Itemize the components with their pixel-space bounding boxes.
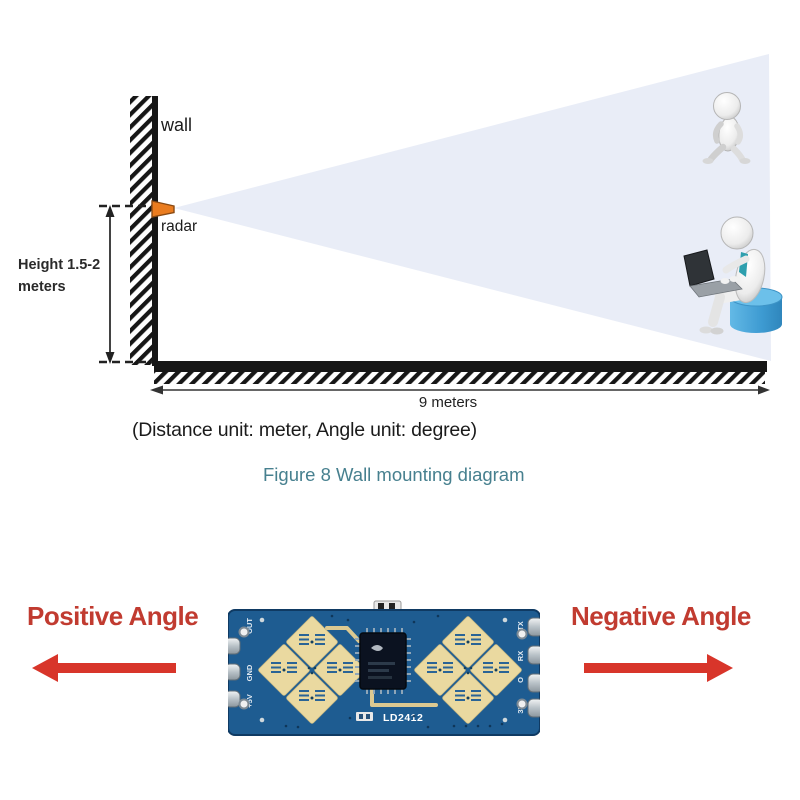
radar-horn-icon <box>151 200 175 218</box>
laptop-keyboard <box>689 278 743 298</box>
height-arrow <box>105 205 115 364</box>
pin-label-out: OUT <box>245 618 254 634</box>
radar-pcb-module: OUT GND +5V TX RX O 3V3 <box>228 600 540 736</box>
radar-chip <box>355 628 411 694</box>
pin-label-5v: +5V <box>245 694 254 708</box>
antenna-traces <box>325 626 438 707</box>
pin-label-gnd: GND <box>245 664 254 681</box>
pcb-model-label: LD2412 <box>383 712 423 724</box>
pin-label-o: O <box>516 677 525 683</box>
laptop-screen <box>683 249 715 287</box>
units-note: (Distance unit: meter, Angle unit: degre… <box>132 419 477 441</box>
figure-caption: Figure 8 Wall mounting diagram <box>263 464 525 485</box>
walking-person-figure <box>702 92 751 164</box>
vias <box>284 614 504 729</box>
pin-label-tx: TX <box>516 621 525 631</box>
silkscreen: LD2412 <box>356 712 423 724</box>
floor <box>154 361 767 384</box>
right-solder-pads <box>527 617 540 718</box>
wall <box>130 96 158 366</box>
positive-angle-label: Positive Angle <box>27 601 199 631</box>
right-arrow-icon <box>584 654 733 682</box>
negative-angle-label: Negative Angle <box>571 601 751 631</box>
chip-logo <box>371 645 383 651</box>
height-reference-dashes <box>99 204 152 364</box>
left-arrow-icon <box>32 654 176 682</box>
wall-mounting-diagram <box>99 54 783 395</box>
stool <box>730 297 782 333</box>
person-on-stool-with-laptop-figure <box>683 216 783 335</box>
radar-beam <box>174 54 771 361</box>
pin-label-rx: RX <box>516 651 525 661</box>
height-label: Height 1.5-2 meters <box>18 255 130 299</box>
height-label-line2: meters <box>18 278 66 295</box>
distance-arrow <box>150 385 770 395</box>
left-solder-pads <box>228 637 241 708</box>
wall-label: wall <box>161 115 193 135</box>
mounting-holes <box>238 617 528 723</box>
distance-label: 9 meters <box>418 394 478 411</box>
antenna-arrays <box>258 616 522 724</box>
radar-label: radar <box>161 218 198 235</box>
height-label-line1: Height 1.5-2 <box>18 257 101 273</box>
